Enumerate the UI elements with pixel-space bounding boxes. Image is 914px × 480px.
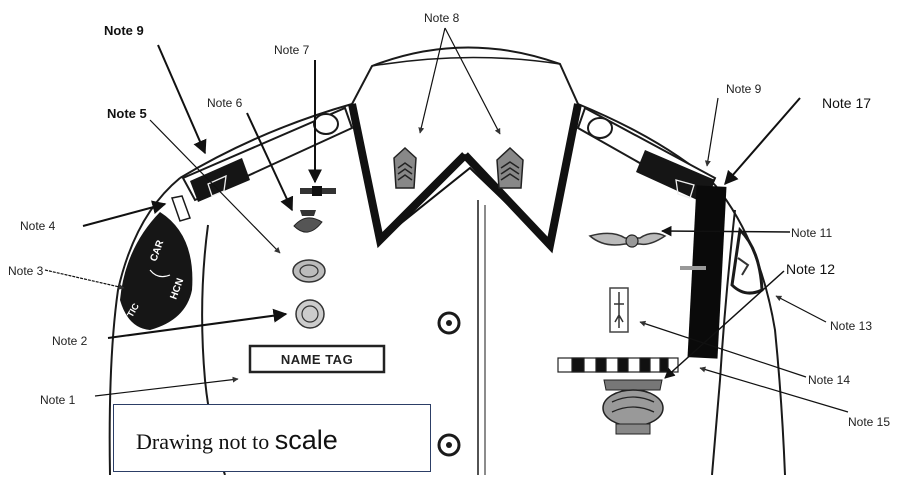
wing-badge-small bbox=[293, 210, 323, 233]
label-note15: Note 15 bbox=[848, 415, 890, 429]
arrow-note1 bbox=[94, 376, 239, 397]
ribbon-bar bbox=[300, 186, 336, 196]
leader-arrows bbox=[44, 27, 849, 413]
label-note7: Note 7 bbox=[274, 43, 310, 57]
arrow-note11 bbox=[660, 225, 791, 237]
arrow-note15 bbox=[699, 366, 849, 413]
round-badge bbox=[295, 299, 325, 329]
collar bbox=[348, 46, 582, 254]
shirt-button-upper bbox=[437, 311, 461, 335]
label-note11: Note 11 bbox=[791, 226, 832, 240]
arrow-note8-left bbox=[418, 27, 446, 134]
collar-insignia-left bbox=[393, 146, 417, 189]
oval-badge bbox=[292, 259, 326, 283]
label-note14: Note 14 bbox=[808, 373, 850, 387]
disclaimer-text: Drawing not to scale bbox=[136, 425, 338, 456]
arrow-note9-left bbox=[157, 44, 207, 155]
wings-badge bbox=[588, 232, 667, 248]
label-note6: Note 6 bbox=[207, 96, 243, 110]
label-note12: Note 12 bbox=[786, 261, 835, 277]
arrow-note12 bbox=[664, 270, 785, 379]
arrow-note6 bbox=[246, 112, 294, 212]
arrow-note2 bbox=[107, 308, 288, 339]
shirt-button-lower bbox=[437, 433, 461, 457]
label-note17: Note 17 bbox=[822, 95, 871, 111]
label-note9-right: Note 9 bbox=[726, 82, 762, 96]
disclaimer-emphasis: scale bbox=[274, 425, 338, 455]
collar-insignia-right bbox=[496, 146, 524, 189]
disclaimer-box: Drawing not to scale bbox=[113, 404, 431, 472]
label-note3: Note 3 bbox=[8, 264, 44, 278]
name-tag-text: NAME TAG bbox=[281, 352, 353, 367]
vertical-device bbox=[609, 287, 629, 333]
arrow-note5 bbox=[149, 119, 281, 254]
arrow-note8-right bbox=[444, 27, 501, 135]
aiguillette-cord bbox=[687, 185, 727, 359]
label-note2: Note 2 bbox=[52, 334, 88, 348]
arrow-note9-right bbox=[704, 97, 719, 167]
label-note9-left: Note 9 bbox=[104, 23, 144, 38]
arrow-note3 bbox=[44, 269, 125, 290]
right-sleeve-patch bbox=[730, 226, 764, 295]
label-note13: Note 13 bbox=[830, 319, 872, 333]
label-note4: Note 4 bbox=[20, 219, 56, 233]
right-bar bbox=[680, 266, 706, 270]
left-epaulet bbox=[181, 106, 354, 202]
arrow-note17 bbox=[724, 97, 801, 186]
sleeve-loop bbox=[171, 195, 191, 222]
shoulder-patch: CAR HCN TIC bbox=[120, 212, 193, 330]
arrow-note14 bbox=[639, 320, 807, 378]
name-tag: NAME TAG bbox=[248, 344, 386, 374]
ornate-badge bbox=[602, 379, 664, 435]
label-note8: Note 8 bbox=[424, 11, 460, 25]
arrow-note13 bbox=[775, 295, 827, 323]
arrow-note4 bbox=[82, 200, 167, 227]
disclaimer-prefix: Drawing not to bbox=[136, 429, 275, 454]
right-epaulet bbox=[576, 106, 717, 204]
note-labels: Note 1 Note 2 Note 3 Note 4 Note 5 Note … bbox=[8, 11, 890, 429]
label-note1: Note 1 bbox=[40, 393, 76, 407]
label-note5: Note 5 bbox=[107, 106, 147, 121]
ribbon-rack bbox=[557, 357, 679, 373]
